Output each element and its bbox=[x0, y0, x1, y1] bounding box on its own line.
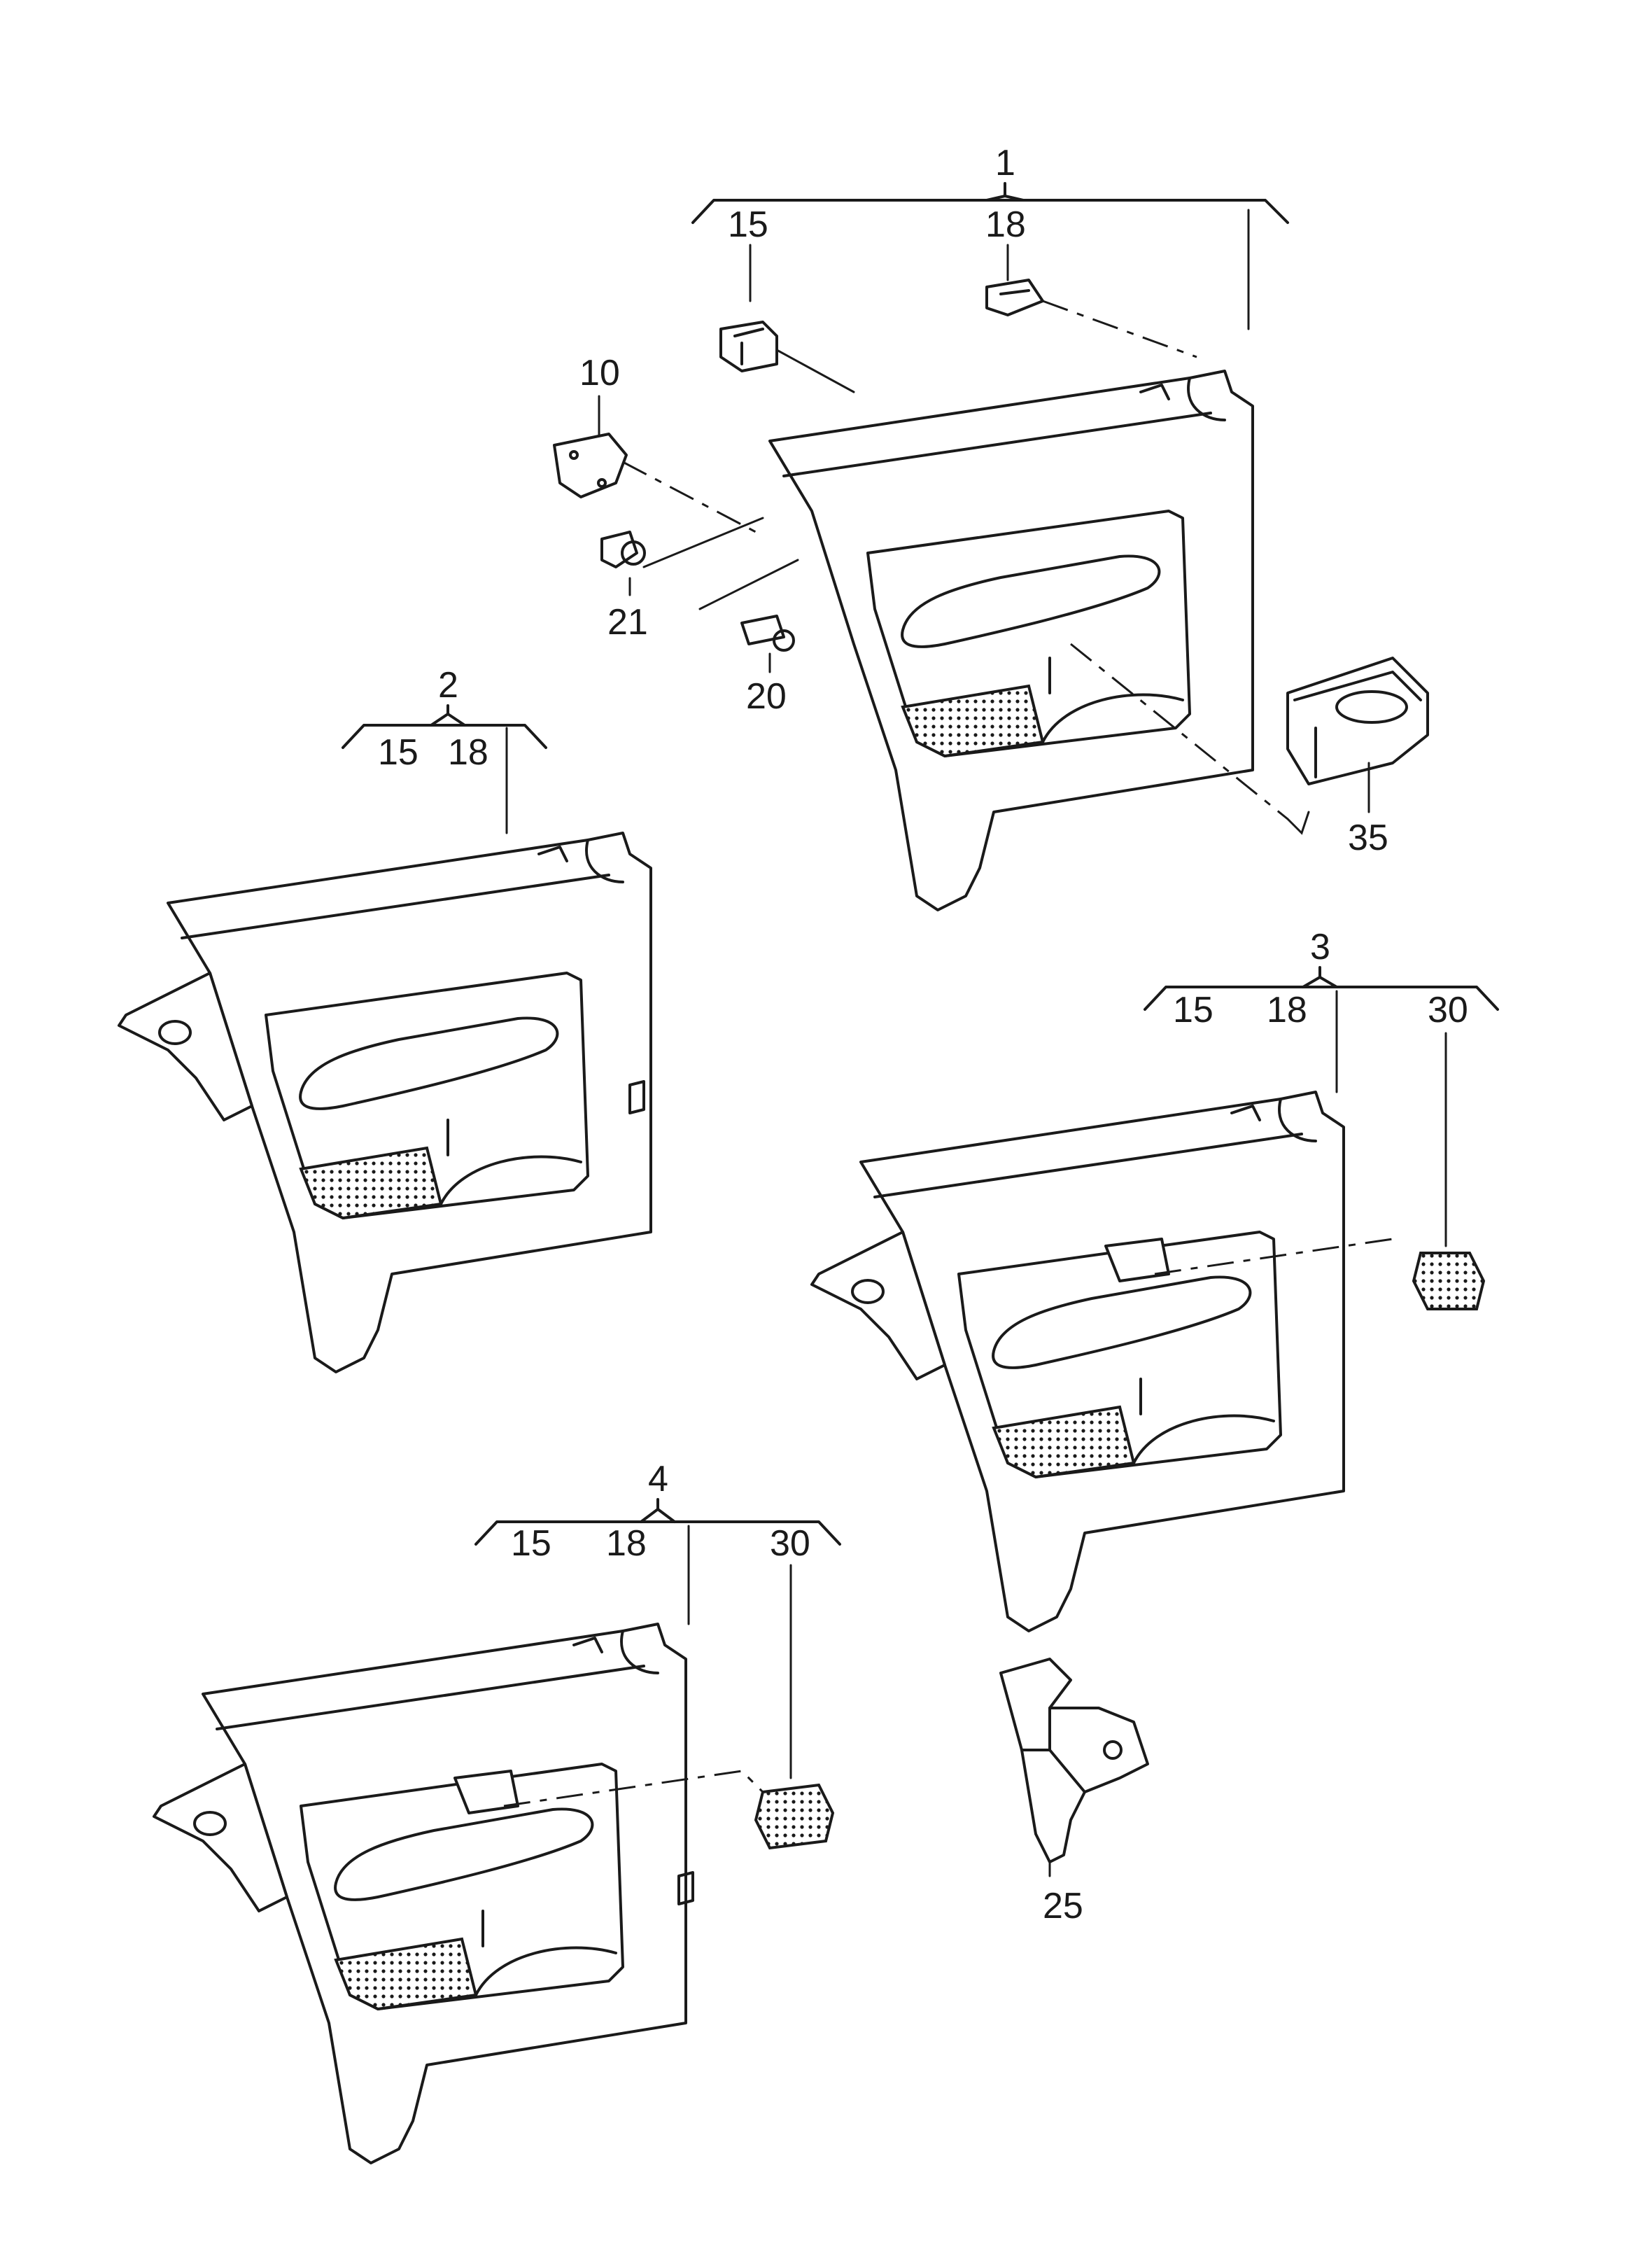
callout-20: 20 bbox=[746, 676, 787, 717]
callout-18: 18 bbox=[448, 732, 488, 773]
callout-1: 1 bbox=[995, 143, 1015, 183]
callout-10: 10 bbox=[579, 353, 620, 393]
cover-30-icon bbox=[754, 1783, 835, 1850]
screw-20-icon bbox=[740, 615, 795, 652]
callout-15: 15 bbox=[728, 204, 768, 245]
clip-18-icon bbox=[985, 279, 1044, 316]
screw-21-icon bbox=[600, 531, 646, 568]
cover-30-icon bbox=[1412, 1252, 1486, 1310]
callout-21: 21 bbox=[607, 602, 648, 643]
bracket-10-icon bbox=[553, 433, 628, 498]
callout-15: 15 bbox=[511, 1523, 551, 1564]
callout-15: 15 bbox=[1173, 990, 1214, 1030]
callout-18: 18 bbox=[606, 1523, 647, 1564]
assembly-2: 2 15 18 bbox=[119, 665, 651, 1372]
callout-25: 25 bbox=[1043, 1886, 1083, 1926]
callout-35: 35 bbox=[1348, 818, 1388, 858]
assembly-3: 3 15 18 30 bbox=[812, 927, 1499, 1631]
callout-3: 3 bbox=[1310, 927, 1330, 967]
callout-15: 15 bbox=[378, 732, 418, 773]
callout-18: 18 bbox=[1267, 990, 1307, 1030]
cup-holder-35-icon bbox=[1286, 657, 1429, 785]
callout-30: 30 bbox=[1428, 990, 1468, 1030]
callout-4: 4 bbox=[648, 1459, 668, 1499]
clip-15-icon bbox=[719, 321, 778, 372]
callout-2: 2 bbox=[438, 665, 458, 706]
callout-30: 30 bbox=[770, 1523, 810, 1564]
bracket-25-icon bbox=[999, 1658, 1149, 1863]
assembly-1: 1 15 18 10 bbox=[553, 143, 1429, 911]
assembly-4: 4 15 18 30 bbox=[154, 1459, 841, 2163]
callout-18: 18 bbox=[985, 204, 1026, 245]
